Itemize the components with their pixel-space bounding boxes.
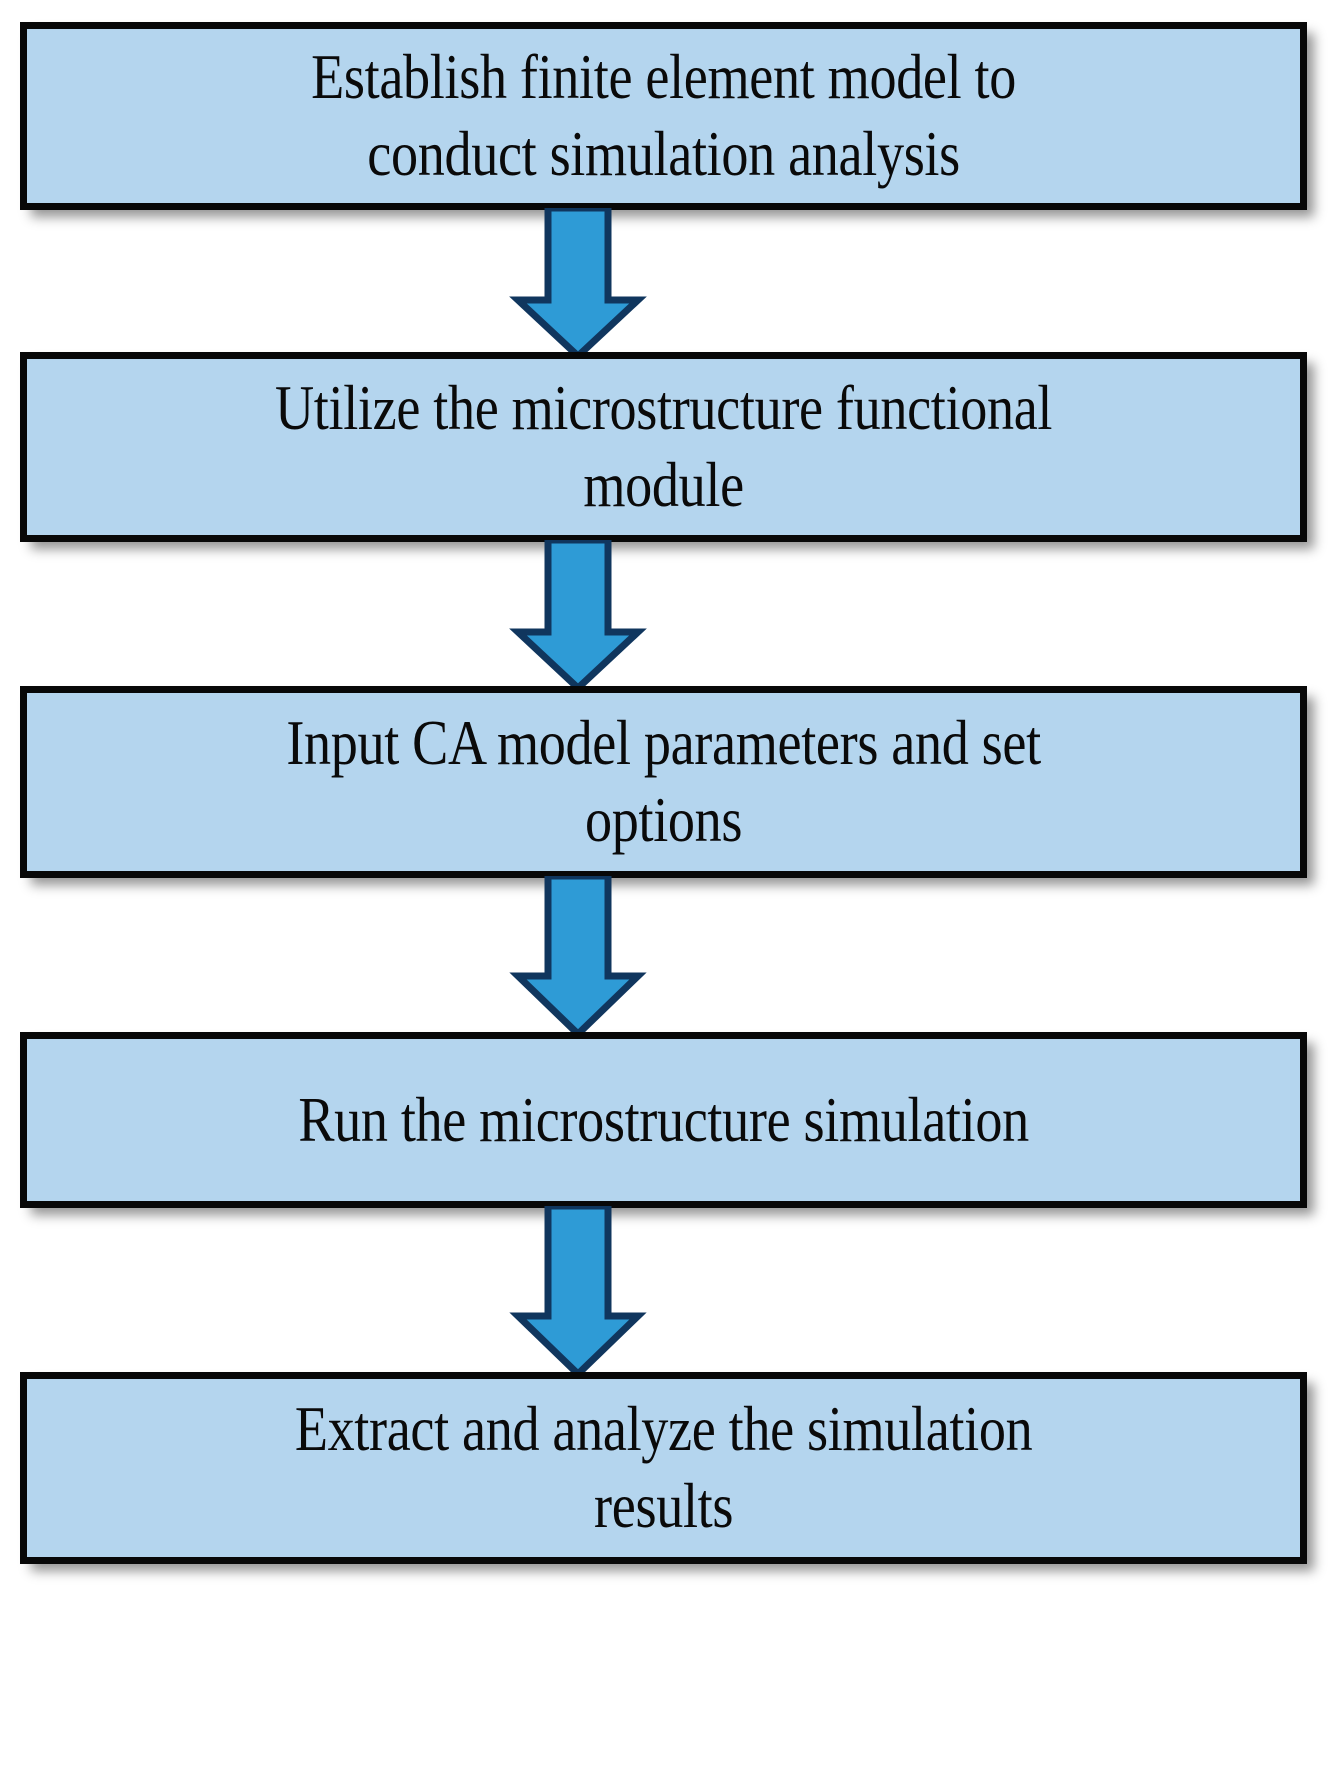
flowchart-node-label: Run the microstructure simulation <box>298 1084 1029 1155</box>
flowchart-node-step-3[interactable]: Input CA model parameters and set option… <box>20 686 1307 878</box>
flowchart-arrow-4 <box>0 1206 1336 1376</box>
down-arrow-icon <box>509 208 647 358</box>
flowchart-node-label: Establish finite element model to conduc… <box>311 42 1016 189</box>
down-arrow-icon <box>509 1206 647 1376</box>
flowchart-arrow-1 <box>0 208 1336 358</box>
flowchart-node-step-2[interactable]: Utilize the microstructure functional mo… <box>20 352 1307 542</box>
flowchart-arrow-3 <box>0 876 1336 1036</box>
flowchart-arrow-2 <box>0 540 1336 690</box>
flowchart-node-label: Utilize the microstructure functional mo… <box>274 373 1053 520</box>
flowchart-node-label: Extract and analyze the simulation resul… <box>294 1394 1033 1541</box>
flowchart-node-step-5[interactable]: Extract and analyze the simulation resul… <box>20 1372 1307 1564</box>
flowchart-node-label: Input CA model parameters and set option… <box>286 708 1041 855</box>
down-arrow-icon <box>509 876 647 1036</box>
flowchart-node-step-1[interactable]: Establish finite element model to conduc… <box>20 22 1307 210</box>
flowchart-node-step-4[interactable]: Run the microstructure simulation <box>20 1032 1307 1208</box>
down-arrow-icon <box>509 540 647 690</box>
